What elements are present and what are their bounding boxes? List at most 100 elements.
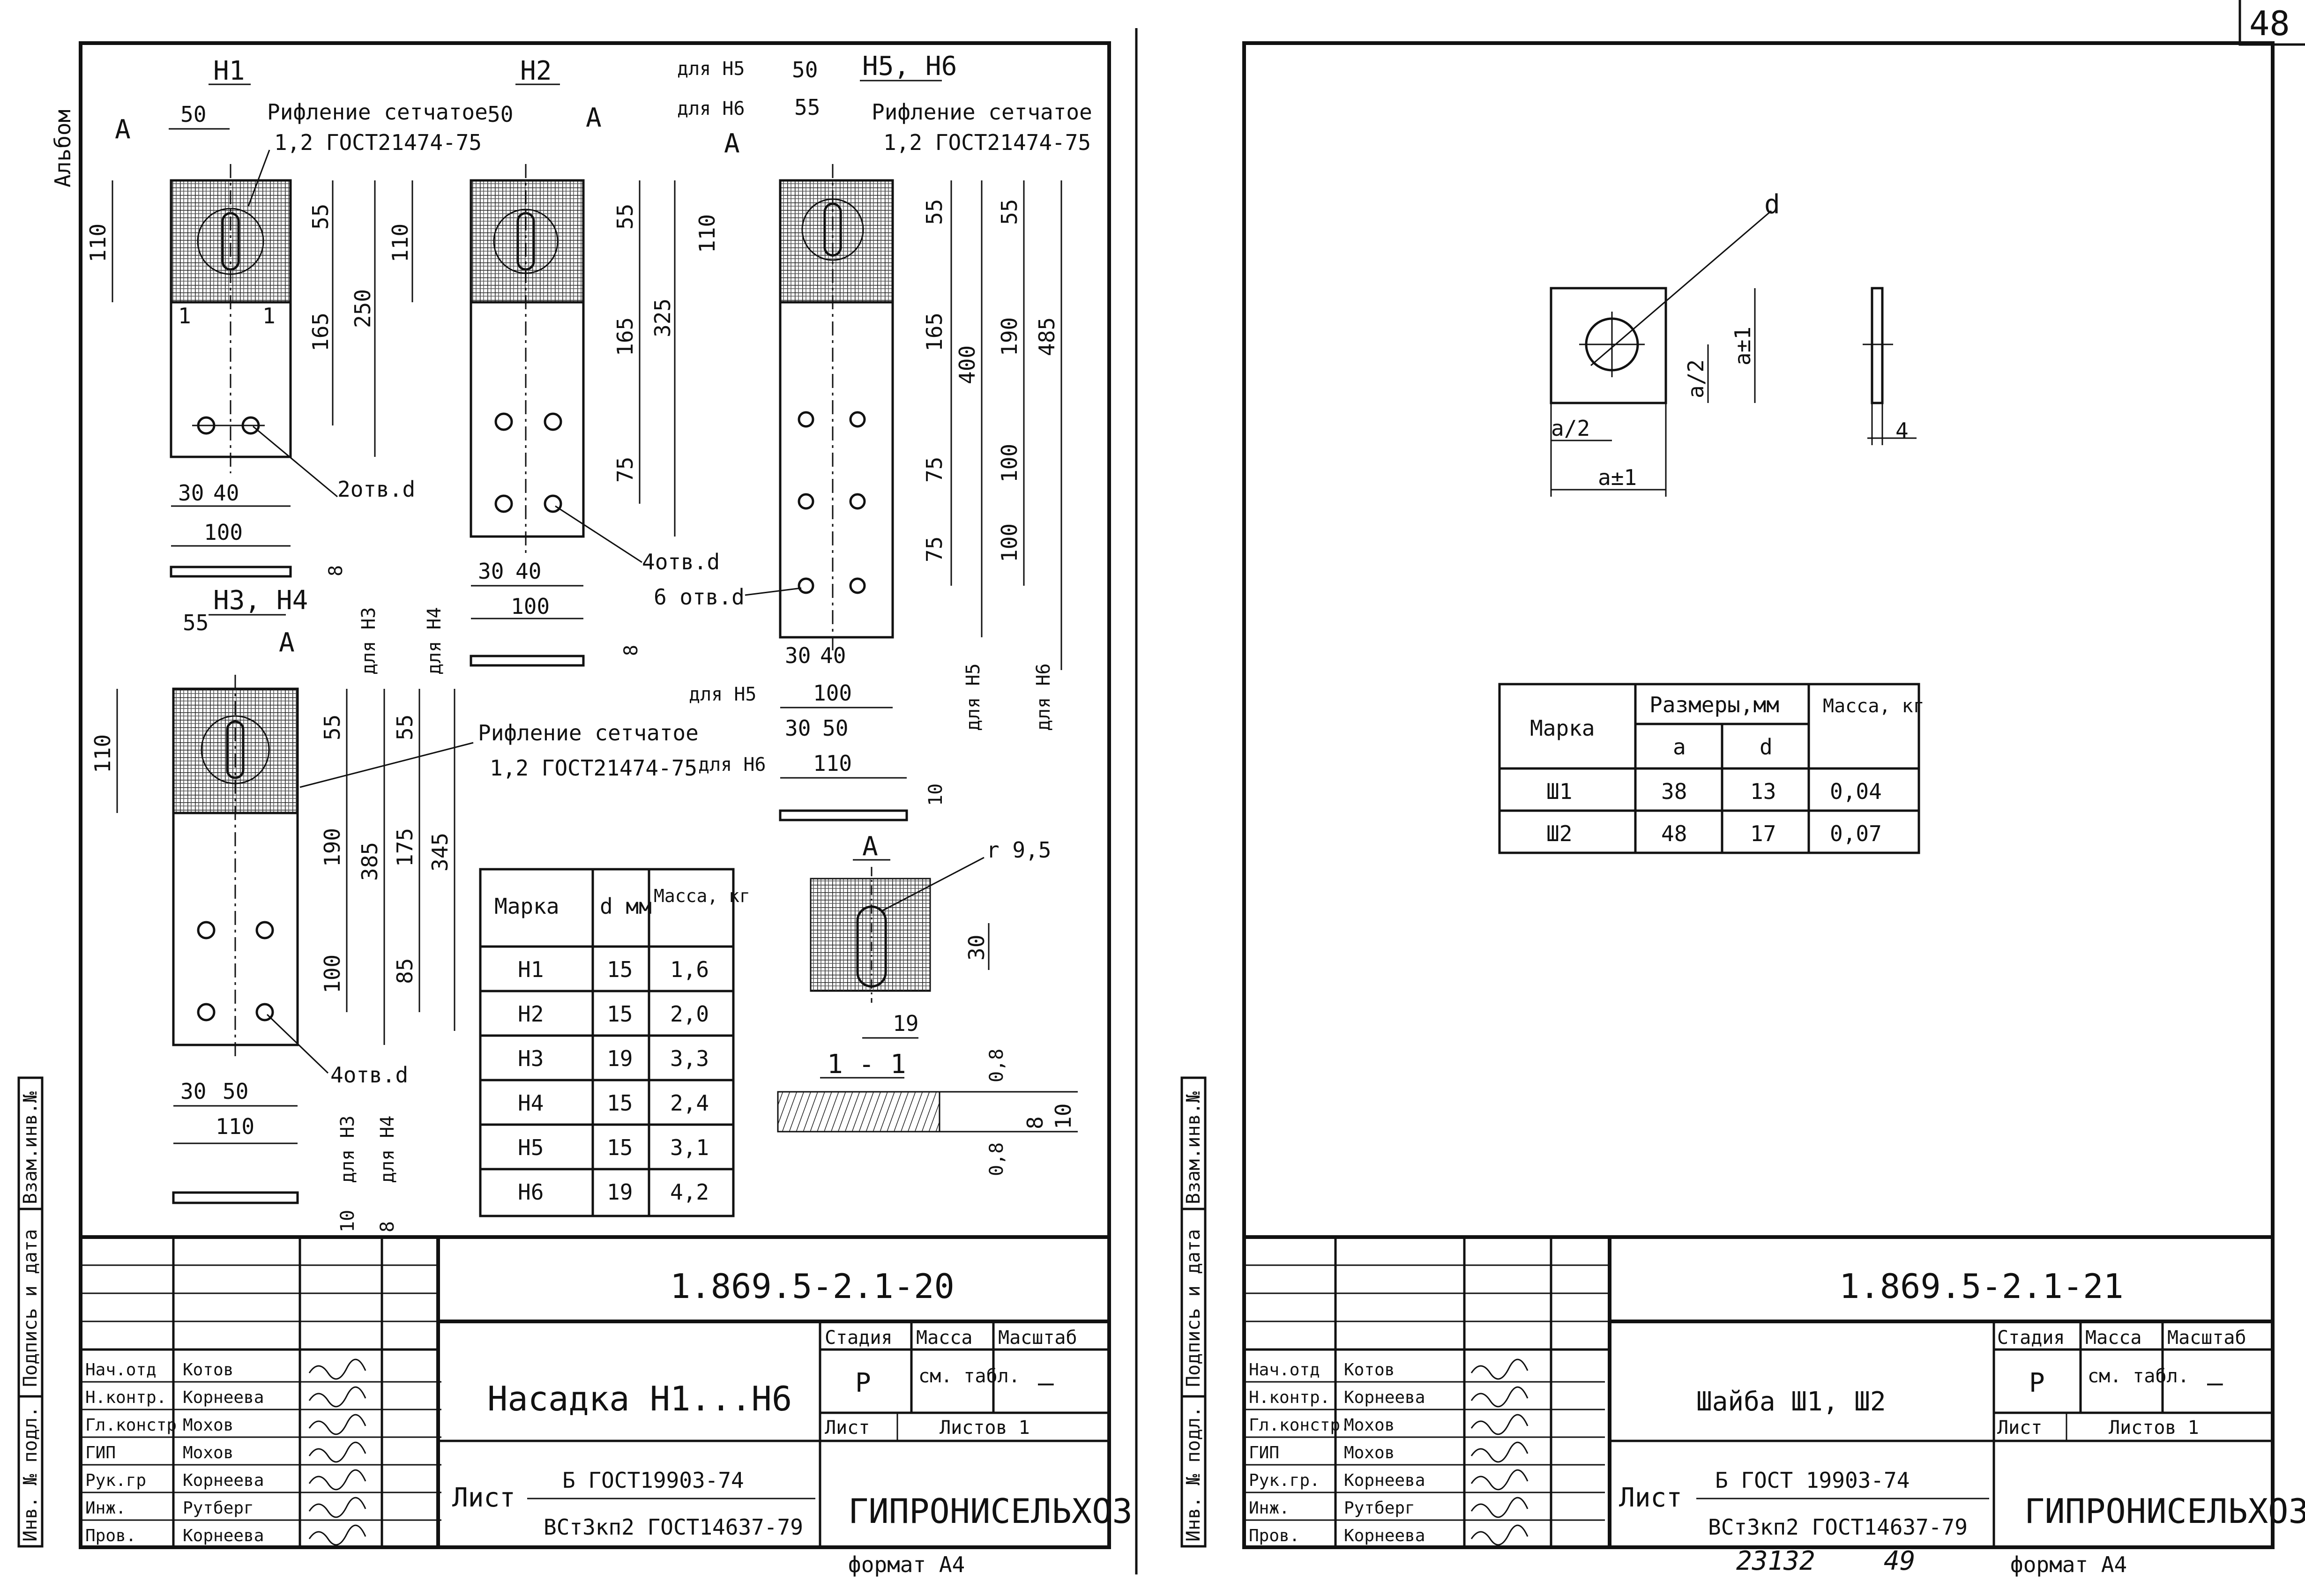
mass-label-left: Масса [916, 1327, 972, 1349]
role-name: Корнеева [1344, 1526, 1425, 1545]
mass-right: см. табл. [2088, 1365, 2189, 1387]
dim-110-n3: 110 [90, 734, 115, 773]
td-mass: 2,4 [670, 1090, 709, 1116]
dim-08-top: 0,8 [986, 1049, 1007, 1082]
side-inv-label: Инв. № подл. [20, 1406, 41, 1542]
stage-label-right: Стадия [1997, 1327, 2065, 1349]
td-d: 15 [607, 1135, 633, 1160]
dim-8-section: 8 [1022, 1116, 1048, 1129]
side-replace-label-right: Взам.инв.№ [1183, 1091, 1204, 1204]
dim-a-half-h: a/2 [1551, 416, 1590, 441]
role-name: Корнеева [183, 1526, 264, 1545]
dim-thickness: 4 [1895, 418, 1909, 443]
dim-190-n3: 190 [320, 828, 345, 867]
td-mass: 2,0 [670, 1001, 709, 1027]
role-name: Корнеева [183, 1471, 264, 1490]
label-for-n6-vert: для Н6 [1033, 664, 1054, 731]
doc-title-right: Шайба Ш1, Ш2 [1696, 1387, 1886, 1417]
dim-8-n2: 8 [620, 645, 642, 656]
td-mass: 4,2 [670, 1179, 709, 1205]
role-label: Инж. [1249, 1499, 1290, 1518]
signature [1470, 1386, 1529, 1408]
right-sheet: Инв. № подл. Подпись и дата Взам.инв.№ d… [1180, 41, 2305, 1577]
label-n2: Н2 [520, 56, 552, 86]
stage-label-left: Стадия [825, 1327, 893, 1349]
td-d: 15 [607, 1001, 633, 1027]
dim-485-n6: 485 [1034, 317, 1059, 356]
dim-110-n5: 110 [694, 214, 720, 253]
td-mark: Н6 [518, 1179, 544, 1205]
doc-number-left: 1.869.5-2.1-20 [670, 1267, 955, 1306]
label-for-n6-top: для Н6 [677, 98, 745, 119]
sheet-label-left: Лист [825, 1417, 870, 1439]
dim-110-n1: 110 [85, 224, 111, 262]
td-d: 19 [607, 1046, 633, 1071]
side-replace-label: Взам.инв.№ [20, 1091, 41, 1204]
label-for-n5-top: для Н5 [677, 58, 745, 80]
th-mark: Марка [494, 894, 559, 919]
scale-right: — [2207, 1368, 2223, 1398]
dim-250-n1: 250 [350, 289, 375, 328]
note-gost-n1: 1,2 ГОСТ21474-75 [274, 130, 482, 155]
label-a-n3: А [279, 627, 295, 658]
signature [1470, 1414, 1529, 1435]
washer-side [1871, 287, 1884, 404]
dim-30-n3: 30 [180, 1079, 206, 1104]
dim-a-h: a±1 [1598, 465, 1637, 490]
label-for-n4-bottom: для Н4 [377, 1116, 398, 1184]
scale-label-right: Масштаб [2167, 1327, 2246, 1349]
section-mark-1b: 1 [262, 303, 276, 328]
org-left: ГИПРОНИСЕЛЬХОЗ [848, 1492, 1133, 1531]
dim-400-n5: 400 [955, 345, 980, 384]
td-mass: 1,6 [670, 957, 709, 982]
dim-55-n6: 55 [794, 95, 820, 120]
dim-100-n2: 100 [511, 594, 550, 619]
dim-50-n3: 50 [223, 1079, 248, 1104]
td-mass: 3,1 [670, 1135, 709, 1160]
label-n3n4: Н3, Н4 [213, 585, 308, 616]
plate-n5n6 [779, 179, 894, 639]
stage-right: Р [2029, 1368, 2045, 1398]
dim-10-n5: 10 [925, 783, 947, 806]
label-n5n6: Н5, Н6 [862, 51, 957, 82]
dim-190-n6: 190 [997, 317, 1022, 356]
dim-75a-n5: 75 [922, 457, 947, 483]
role-label: Пров. [85, 1526, 136, 1545]
signature [308, 1469, 366, 1491]
role-name: Котов [183, 1360, 233, 1380]
td-d: 19 [607, 1179, 633, 1205]
sheets-label-left: Листов 1 [940, 1417, 1030, 1439]
td-a-w: 48 [1661, 821, 1687, 846]
role-label: Н.контр. [1249, 1388, 1330, 1407]
label-a-n1: А [115, 114, 131, 145]
format-left: формат А4 [848, 1552, 965, 1577]
dim-30-viewa: 30 [964, 935, 989, 961]
dim-110-n2: 110 [388, 224, 413, 262]
dim-345-n4: 345 [427, 833, 453, 872]
dim-165-n2: 165 [612, 317, 638, 356]
dim-50-n2: 50 [487, 102, 513, 127]
note-6holes: 6 отв.d [654, 584, 745, 610]
plate-n3-side [172, 1191, 299, 1204]
left-sheet: Альбом Инв. № подл. Подпись и дата Взам.… [17, 41, 1133, 1577]
role-label: Гл.констр [85, 1416, 177, 1435]
signature [308, 1358, 366, 1380]
role-label: Гл.констр. [1249, 1416, 1350, 1435]
archive-number: 23132 [1736, 1546, 1815, 1576]
role-name: Мохов [183, 1443, 233, 1462]
washer-plan [1550, 287, 1667, 404]
archive-sheet: 49 [1884, 1546, 1915, 1576]
dim-100a-n6: 100 [997, 444, 1022, 483]
signature [308, 1386, 366, 1408]
part-n5n6: для Н5 50 Н5, Н6 для Н6 55 А Рифление се… [654, 51, 1092, 821]
dim-55-n4: 55 [392, 715, 418, 740]
dim-30-n1: 30 [178, 480, 204, 506]
role-name: Корнеева [183, 1388, 264, 1407]
role-name: Корнеева [1344, 1388, 1425, 1407]
th-sizes-w: Размеры,мм [1649, 692, 1779, 717]
role-name: Мохов [1344, 1443, 1395, 1462]
